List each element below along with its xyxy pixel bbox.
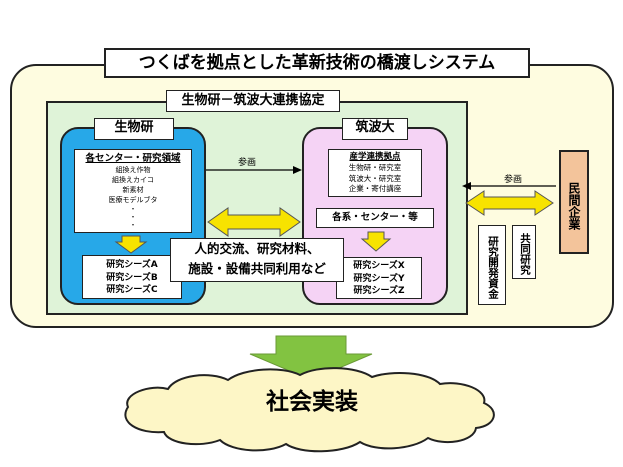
tsukuba-hub-box: 産学連携拠点 生物研・研究室 筑波大・研究室 企業・寄付講座 (328, 149, 422, 197)
seed-y: 研究シーズY (353, 273, 405, 284)
implementation-arrow (249, 335, 373, 381)
center-item: ・ (129, 221, 137, 229)
tsukuba-label: 筑波大 (342, 118, 408, 140)
niasbs-label: 生物研 (94, 118, 174, 140)
hub-item: 生物研・研究室 (348, 163, 402, 172)
center-item: ・ (129, 205, 137, 213)
hub-item: 筑波大・研究室 (348, 173, 402, 183)
participation-label-left: 参画 (238, 158, 257, 168)
niasbs-seeds-box: 研究シーズA 研究シーズB 研究シーズC (82, 255, 182, 299)
participation-label-right: 参画 (504, 175, 523, 185)
center-item: 組換え作物 (115, 166, 151, 174)
joint-research-box: 共同研究 (512, 225, 536, 279)
seed-z: 研究シーズZ (353, 286, 405, 296)
faculty-box: 各系・センター・等 (316, 208, 434, 228)
seed-b: 研究シーズB (106, 272, 158, 283)
center-item: 医療モデルブタ (108, 196, 158, 204)
center-item: 組換えカイコ (112, 176, 154, 184)
agreement-title: 生物研－筑波大連携協定 (166, 90, 340, 112)
participation-arrowhead-left (293, 166, 302, 174)
seed-x: 研究シーズX (353, 261, 405, 271)
tsukuba-down-arrow (360, 231, 392, 252)
tsukuba-seeds-box: 研究シーズX 研究シーズY 研究シーズZ (336, 257, 422, 299)
center-header: 各センター・研究領域 (85, 153, 181, 164)
exchange-line-1: 人的交流、研究材料、 (194, 241, 320, 256)
seed-a: 研究シーズA (106, 260, 158, 270)
page-title: つくばを拠点とした革新技術の橋渡しシステム (104, 48, 530, 78)
social-implementation-label: 社会実装 (266, 389, 358, 415)
niasbs-down-arrow (114, 235, 148, 254)
exchange-box: 人的交流、研究材料、 施設・設備共同利用など (170, 238, 344, 282)
center-item: ・ (129, 213, 137, 221)
seed-c: 研究シーズC (106, 285, 158, 295)
research-funding-box: 研究開発資金 (478, 225, 506, 305)
center-item: 新素材 (122, 186, 144, 194)
participation-arrowhead-right (462, 182, 471, 190)
exchange-line-2: 施設・設備共同利用など (188, 261, 326, 276)
society-cloud (124, 367, 495, 453)
exchange-double-arrow (207, 207, 301, 237)
niasbs-center-box: 各センター・研究領域 組換え作物 組換えカイコ 新素材 医療モデルブタ ・ ・ … (74, 149, 192, 233)
company-double-arrow (465, 190, 554, 216)
private-company-box: 民間企業 (559, 150, 589, 254)
hub-header: 産学連携拠点 (349, 152, 401, 162)
hub-item: 企業・寄付講座 (348, 184, 402, 193)
